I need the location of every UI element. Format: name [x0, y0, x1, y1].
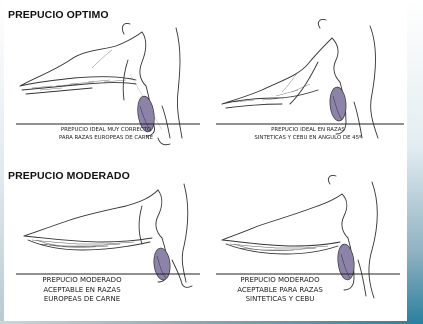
caption-panel-4: PREPUCIO MODERADO ACEPTABLE PARA RAZAS S… [215, 276, 345, 305]
slide-right-edge [407, 0, 423, 324]
caption-line: PREPUCIO IDEAL MUY CORRECTO [16, 126, 196, 134]
caption-line: EUROPEAS DE CARNE [22, 295, 142, 305]
caption-panel-3: PREPUCIO MODERADO ACEPTABLE EN RAZAS EUR… [22, 276, 142, 305]
caption-line: PREPUCIO MODERADO [215, 276, 345, 286]
caption-panel-1: PREPUCIO IDEAL MUY CORRECTO PARA RAZAS E… [16, 126, 196, 142]
slide-left-edge [0, 0, 4, 324]
caption-line: PREPUCIO MODERADO [22, 276, 142, 286]
caption-panel-2: PREPUCIO IDEAL EN RAZAS SINTETICAS Y CEB… [216, 126, 400, 142]
caption-line: SINTETICAS Y CEBU EN ANGULO DE 45º [216, 134, 400, 142]
caption-line: PARA RAZAS EUROPEAS DE CARNE [16, 134, 196, 142]
caption-line: PREPUCIO IDEAL EN RAZAS [216, 126, 400, 134]
caption-line: ACEPTABLE EN RAZAS [22, 286, 142, 296]
caption-line: SINTETICAS Y CEBU [215, 295, 345, 305]
caption-line: ACEPTABLE PARA RAZAS [215, 286, 345, 296]
